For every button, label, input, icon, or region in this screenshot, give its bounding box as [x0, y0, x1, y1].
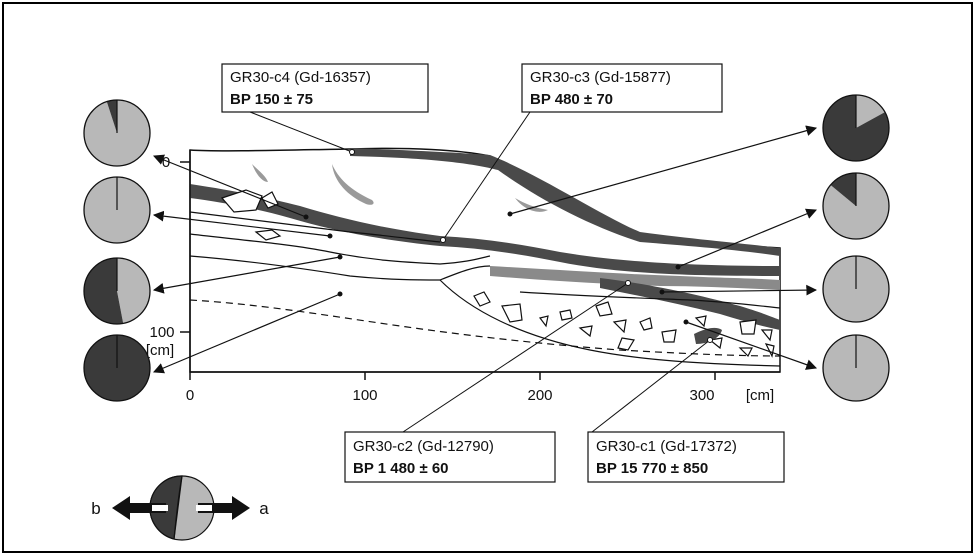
- leader-c2: [402, 282, 629, 433]
- label-c2-sample: GR30-c2 (Gd-12790): [353, 438, 494, 455]
- arrow-left-1: [152, 154, 307, 218]
- origin-left-2: [327, 233, 333, 239]
- point-c2: [625, 280, 631, 286]
- origin-left-3: [337, 254, 343, 260]
- sample-points: [349, 149, 713, 343]
- clast-4: [473, 291, 491, 307]
- label-c1-age: BP 15 770 ± 850: [596, 460, 708, 477]
- legend-label-a: a: [259, 499, 269, 518]
- origin-left-1: [303, 214, 309, 220]
- origin-right-2: [675, 264, 681, 270]
- boundary-line-4: [439, 279, 781, 367]
- clast-16: [739, 319, 757, 335]
- boundary-line-5: [519, 291, 781, 309]
- legend: b a: [91, 475, 269, 541]
- dashed-boundary: [189, 299, 781, 357]
- label-c4-age: BP 150 ± 75: [230, 91, 313, 108]
- y-tick-label-0: 0: [162, 154, 170, 171]
- origin-right-3: [659, 289, 665, 295]
- legend-notch-b: [152, 505, 168, 511]
- axes: [180, 150, 780, 380]
- clast-11: [617, 337, 635, 351]
- pie-left-1-slice-b: [106, 100, 117, 133]
- clast-12: [639, 317, 653, 331]
- label-c2-age: BP 1 480 ± 60: [353, 460, 449, 477]
- pie-charts: [83, 94, 890, 402]
- arrow-right-2: [677, 208, 817, 268]
- clast-6: [538, 315, 549, 328]
- clast-17: [760, 329, 773, 342]
- clast-8: [578, 325, 593, 338]
- arrow-left-2: [152, 210, 331, 237]
- clast-7: [559, 309, 573, 321]
- arrow-origin-points: [303, 211, 689, 325]
- clast-18: [738, 347, 753, 358]
- point-c3: [440, 237, 446, 243]
- clast-10: [612, 319, 627, 334]
- boundary-line-2: [189, 233, 491, 265]
- label-c3-age: BP 480 ± 70: [530, 91, 613, 108]
- x-tick-label-100: 100: [352, 387, 377, 404]
- x-unit-label: [cm]: [746, 387, 774, 404]
- x-tick-label-0: 0: [186, 387, 194, 404]
- pie-arrows: [152, 125, 818, 374]
- origin-left-4: [337, 291, 343, 297]
- legend-label-b: b: [91, 499, 100, 518]
- legend-arrow-b: [112, 496, 166, 520]
- boundary-line-1: [189, 211, 441, 243]
- label-c1-sample: GR30-c1 (Gd-17372): [596, 438, 737, 455]
- label-box-c1: GR30-c1 (Gd-17372) BP 15 770 ± 850: [587, 431, 785, 483]
- arrow-right-4: [685, 321, 818, 370]
- grey-lens-1: [252, 164, 268, 182]
- leader-c4: [249, 111, 353, 153]
- arrow-right-1: [509, 125, 818, 215]
- profile-section: [189, 147, 781, 373]
- clast-3: [254, 229, 282, 241]
- grey-lens-2: [332, 164, 374, 205]
- layer-grey-band: [490, 266, 780, 290]
- pie-left-3-slice-b: [84, 258, 124, 324]
- label-box-c3: GR30-c3 (Gd-15877) BP 480 ± 70: [521, 63, 723, 113]
- arrow-left-3: [152, 256, 341, 294]
- layer-c4-dark: [350, 148, 780, 256]
- pie-right-2-slice-b: [830, 173, 856, 206]
- label-c4-sample: GR30-c4 (Gd-16357): [230, 69, 371, 86]
- y-tick-label-100: 100: [149, 324, 174, 341]
- leader-c1: [591, 339, 711, 433]
- label-c3-sample: GR30-c3 (Gd-15877): [530, 69, 671, 86]
- label-box-c2: GR30-c2 (Gd-12790) BP 1 480 ± 60: [344, 431, 556, 483]
- layer-c2-dark: [600, 278, 780, 330]
- origin-right-1: [507, 211, 513, 217]
- label-box-c4: GR30-c4 (Gd-16357) BP 150 ± 75: [221, 63, 429, 113]
- layer-c3-dark: [190, 184, 780, 276]
- x-tick-label-200: 200: [527, 387, 552, 404]
- clast-5: [501, 303, 523, 323]
- pie-left-3-slice-a: [117, 258, 151, 324]
- leader-c3: [442, 111, 531, 241]
- legend-pie-divider: [173, 475, 183, 540]
- point-c4: [349, 149, 355, 155]
- section-outline: [189, 147, 781, 373]
- point-c1: [707, 337, 713, 343]
- legend-notch-a: [196, 505, 212, 511]
- arrow-left-4: [153, 293, 341, 374]
- boundary-line-3: [189, 255, 491, 281]
- arrow-right-3: [661, 284, 818, 296]
- clast-15: [708, 337, 723, 350]
- grey-lens-3: [515, 198, 548, 212]
- label-leaders: [249, 111, 711, 433]
- origin-right-4: [683, 319, 689, 325]
- clast-13: [661, 329, 677, 343]
- x-tick-label-300: 300: [689, 387, 714, 404]
- y-unit-label: [cm]: [146, 342, 174, 359]
- clast-9: [595, 301, 613, 317]
- legend-arrow-a: [198, 496, 250, 520]
- clast-14: [694, 315, 707, 328]
